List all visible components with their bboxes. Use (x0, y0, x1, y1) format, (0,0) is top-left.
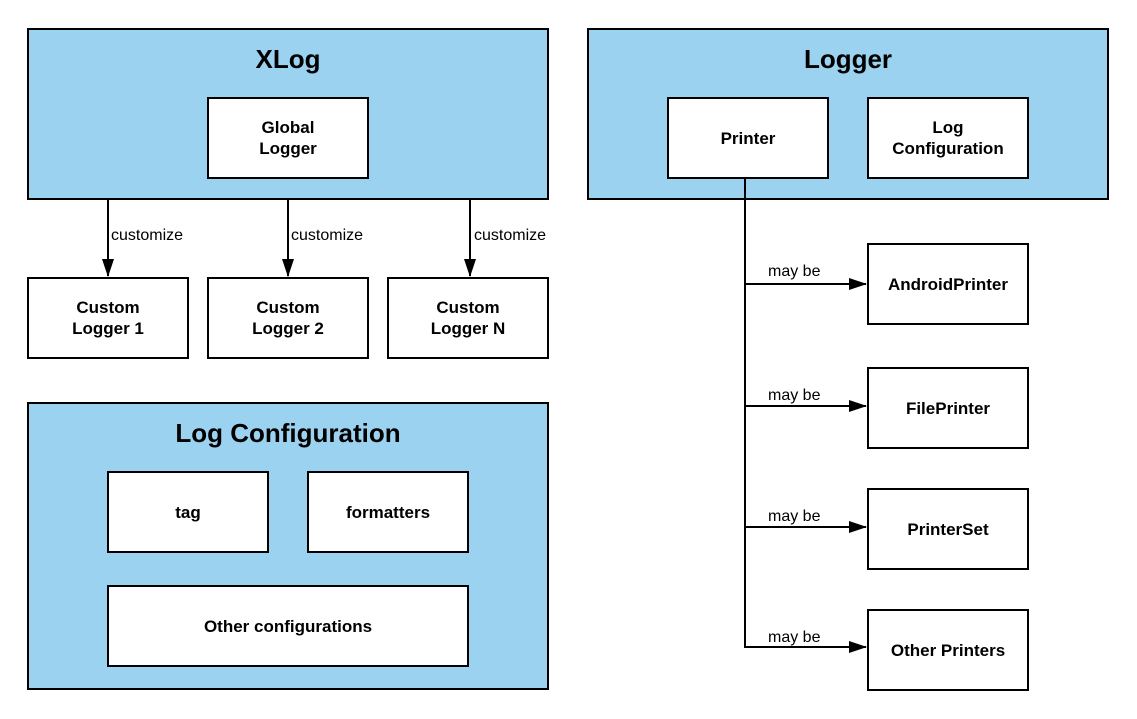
formatters-box: formatters (307, 471, 469, 553)
may-be-label-2: may be (768, 387, 821, 404)
customize-label-n: customize (474, 227, 547, 244)
custom-logger-1-box: Custom Logger 1 (27, 277, 189, 359)
android-printer-box: AndroidPrinter (867, 243, 1029, 325)
other-configurations-box: Other configurations (107, 585, 469, 667)
printer-box: Printer (667, 97, 829, 179)
custom-logger-2-box: Custom Logger 2 (207, 277, 369, 359)
may-be-label-1: may be (768, 263, 821, 280)
xlog-title: XLog (255, 44, 321, 74)
logger-log-configuration-box: Log Configuration (867, 97, 1029, 179)
logger-container: Logger (587, 28, 1109, 200)
may-be-label-4: may be (768, 629, 821, 646)
custom-logger-n-box: Custom Logger N (387, 277, 549, 359)
other-printers-box: Other Printers (867, 609, 1029, 691)
global-logger-box: Global Logger (207, 97, 369, 179)
logger-title: Logger (803, 44, 893, 74)
customize-label-2: customize (291, 227, 364, 244)
file-printer-box: FilePrinter (867, 367, 1029, 449)
may-be-label-3: may be (768, 508, 821, 525)
tag-box: tag (107, 471, 269, 553)
log-configuration-title: Log Configuration (175, 418, 401, 448)
customize-label-1: customize (111, 227, 184, 244)
printer-set-box: PrinterSet (867, 488, 1029, 570)
